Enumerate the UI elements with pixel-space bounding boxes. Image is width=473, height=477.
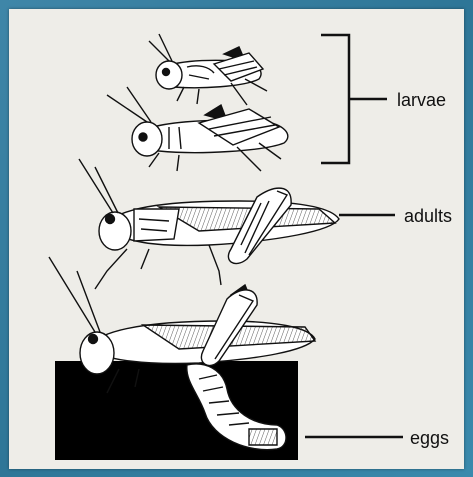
label-larvae: larvae (397, 91, 446, 109)
life-cycle-illustration (9, 9, 464, 469)
label-adults: adults (404, 207, 452, 225)
larvae-bracket (321, 35, 387, 163)
larva-top-icon (149, 34, 267, 105)
label-eggs: eggs (410, 429, 449, 447)
adult-grasshopper-icon (79, 159, 339, 289)
diagram-panel: larvae adults eggs (9, 9, 464, 469)
